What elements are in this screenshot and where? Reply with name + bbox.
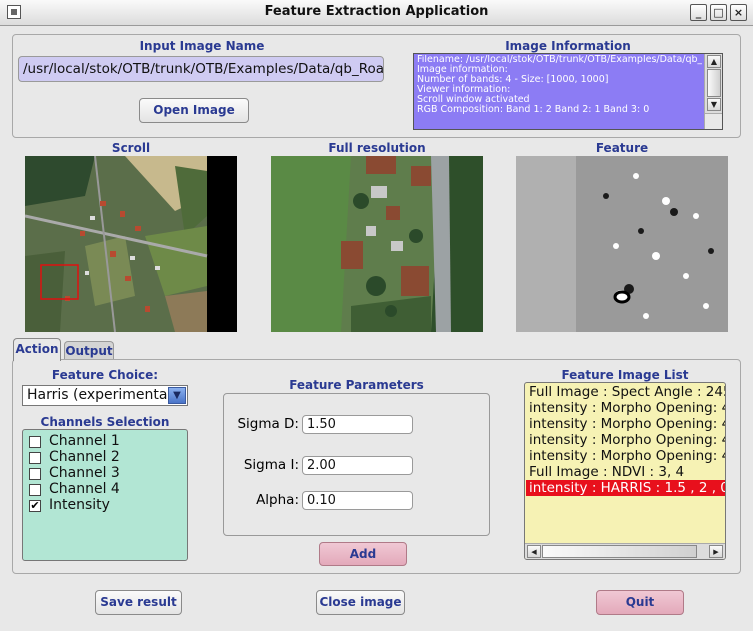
feature-choice-label: Feature Choice: [51, 368, 159, 382]
intensity-checkbox[interactable]: ✔ Intensity [29, 497, 179, 514]
tab-output[interactable]: Output [64, 341, 114, 360]
scroll-right-arrow-icon[interactable]: ▶ [709, 545, 723, 558]
scroll-image[interactable] [25, 156, 237, 332]
scroll-thumb[interactable] [542, 545, 697, 558]
channel-label: Channel 3 [49, 465, 120, 481]
info-line: RGB Composition: Band 1: 2 Band 2: 1 Ban… [417, 104, 650, 115]
info-text: Filename: /usr/local/stok/OTB/trunk/OTB/… [417, 55, 702, 127]
list-item[interactable]: intensity : Morpho Opening: 4 , [529, 448, 726, 464]
add-button[interactable]: Add [319, 542, 407, 566]
full-resolution-image[interactable] [271, 156, 483, 332]
alpha-input[interactable]: 0.10 [302, 491, 413, 510]
maximize-button[interactable]: □ [710, 4, 727, 21]
scroll-thumb[interactable] [707, 69, 721, 97]
checkmark-icon[interactable]: ✔ [29, 499, 41, 512]
channel-4-checkbox[interactable]: Channel 4 [29, 481, 179, 498]
image-path-field[interactable]: /usr/local/stok/OTB/trunk/OTB/Examples/D… [18, 56, 384, 82]
channel-label: Channel 1 [49, 433, 120, 449]
list-item[interactable]: Full Image : Spect Angle : 245 [529, 384, 726, 400]
feature-image-list[interactable]: Full Image : Spect Angle : 245 intensity… [524, 382, 726, 560]
channel-1-checkbox[interactable]: Channel 1 [29, 433, 179, 450]
full-resolution-label: Full resolution [328, 141, 426, 155]
scroll-corner [705, 113, 722, 129]
quit-button[interactable]: Quit [596, 590, 684, 615]
feature-choice-value: Harris (experimental) [27, 387, 177, 403]
list-item[interactable]: intensity : Morpho Opening: 4 , [529, 400, 726, 416]
feature-choice-dropdown[interactable]: Harris (experimental) ▼ [22, 385, 188, 406]
info-line: Image information: [417, 64, 508, 75]
tab-action[interactable]: Action [13, 338, 61, 361]
image-information-box[interactable]: Filename: /usr/local/stok/OTB/trunk/OTB/… [413, 53, 723, 130]
image-information-label: Image Information [505, 39, 631, 53]
info-line: Number of bands: 4 - Size: [1000, 1000] [417, 74, 609, 85]
open-image-button[interactable]: Open Image [139, 98, 249, 123]
channel-label: Intensity [49, 497, 110, 513]
channel-label: Channel 2 [49, 449, 120, 465]
chevron-down-icon[interactable]: ▼ [168, 387, 186, 404]
checkbox-icon[interactable] [29, 436, 41, 448]
list-item-selected[interactable]: intensity : HARRIS : 1.5 , 2 , 0.1 [526, 480, 725, 496]
list-item[interactable]: intensity : Morpho Opening: 4 , [529, 432, 726, 448]
feature-image[interactable] [516, 156, 728, 332]
minimize-button[interactable]: _ [690, 4, 707, 21]
app-icon[interactable] [7, 5, 21, 19]
save-result-button[interactable]: Save result [95, 590, 182, 615]
channels-selection-label: Channels Selection [40, 415, 170, 429]
channels-list: Channel 1 Channel 2 Channel 3 Channel 4 … [22, 429, 188, 561]
info-line: Scroll window activated [417, 94, 530, 105]
sigma-i-input[interactable]: 2.00 [302, 456, 413, 475]
list-item[interactable]: Full Image : NDVI : 3, 4 [529, 464, 685, 480]
scroll-left-arrow-icon[interactable]: ◀ [527, 545, 541, 558]
window-title: Feature Extraction Application [264, 4, 489, 19]
title-bar[interactable]: Feature Extraction Application _ □ × [0, 0, 753, 26]
channel-label: Channel 4 [49, 481, 120, 497]
info-scrollbar[interactable]: ▲ ▼ [704, 54, 722, 129]
list-item[interactable]: intensity : Morpho Opening: 4 , [529, 416, 726, 432]
checkbox-icon[interactable] [29, 468, 41, 480]
list-horizontal-scrollbar[interactable]: ◀ ▶ [525, 543, 725, 559]
scroll-up-arrow-icon[interactable]: ▲ [707, 55, 721, 68]
sigma-d-label: Sigma D: [237, 416, 299, 432]
close-window-button[interactable]: × [730, 4, 747, 21]
feature-parameters-label: Feature Parameters [289, 378, 424, 392]
sigma-d-input[interactable]: 1.50 [302, 415, 413, 434]
scroll-view-label: Scroll [111, 141, 151, 155]
checkbox-icon[interactable] [29, 484, 41, 496]
info-line: Filename: /usr/local/stok/OTB/trunk/OTB/… [417, 55, 702, 65]
close-image-button[interactable]: Close image [316, 590, 405, 615]
channel-3-checkbox[interactable]: Channel 3 [29, 465, 179, 482]
input-image-label: Input Image Name [139, 39, 265, 53]
alpha-label: Alpha: [256, 492, 299, 508]
channel-2-checkbox[interactable]: Channel 2 [29, 449, 179, 466]
feature-view-label: Feature [595, 141, 649, 155]
info-line: Viewer information: [417, 84, 511, 95]
feature-image-list-label: Feature Image List [561, 368, 689, 382]
sigma-i-label: Sigma I: [243, 457, 299, 473]
scroll-down-arrow-icon[interactable]: ▼ [707, 98, 721, 111]
checkbox-icon[interactable] [29, 452, 41, 464]
